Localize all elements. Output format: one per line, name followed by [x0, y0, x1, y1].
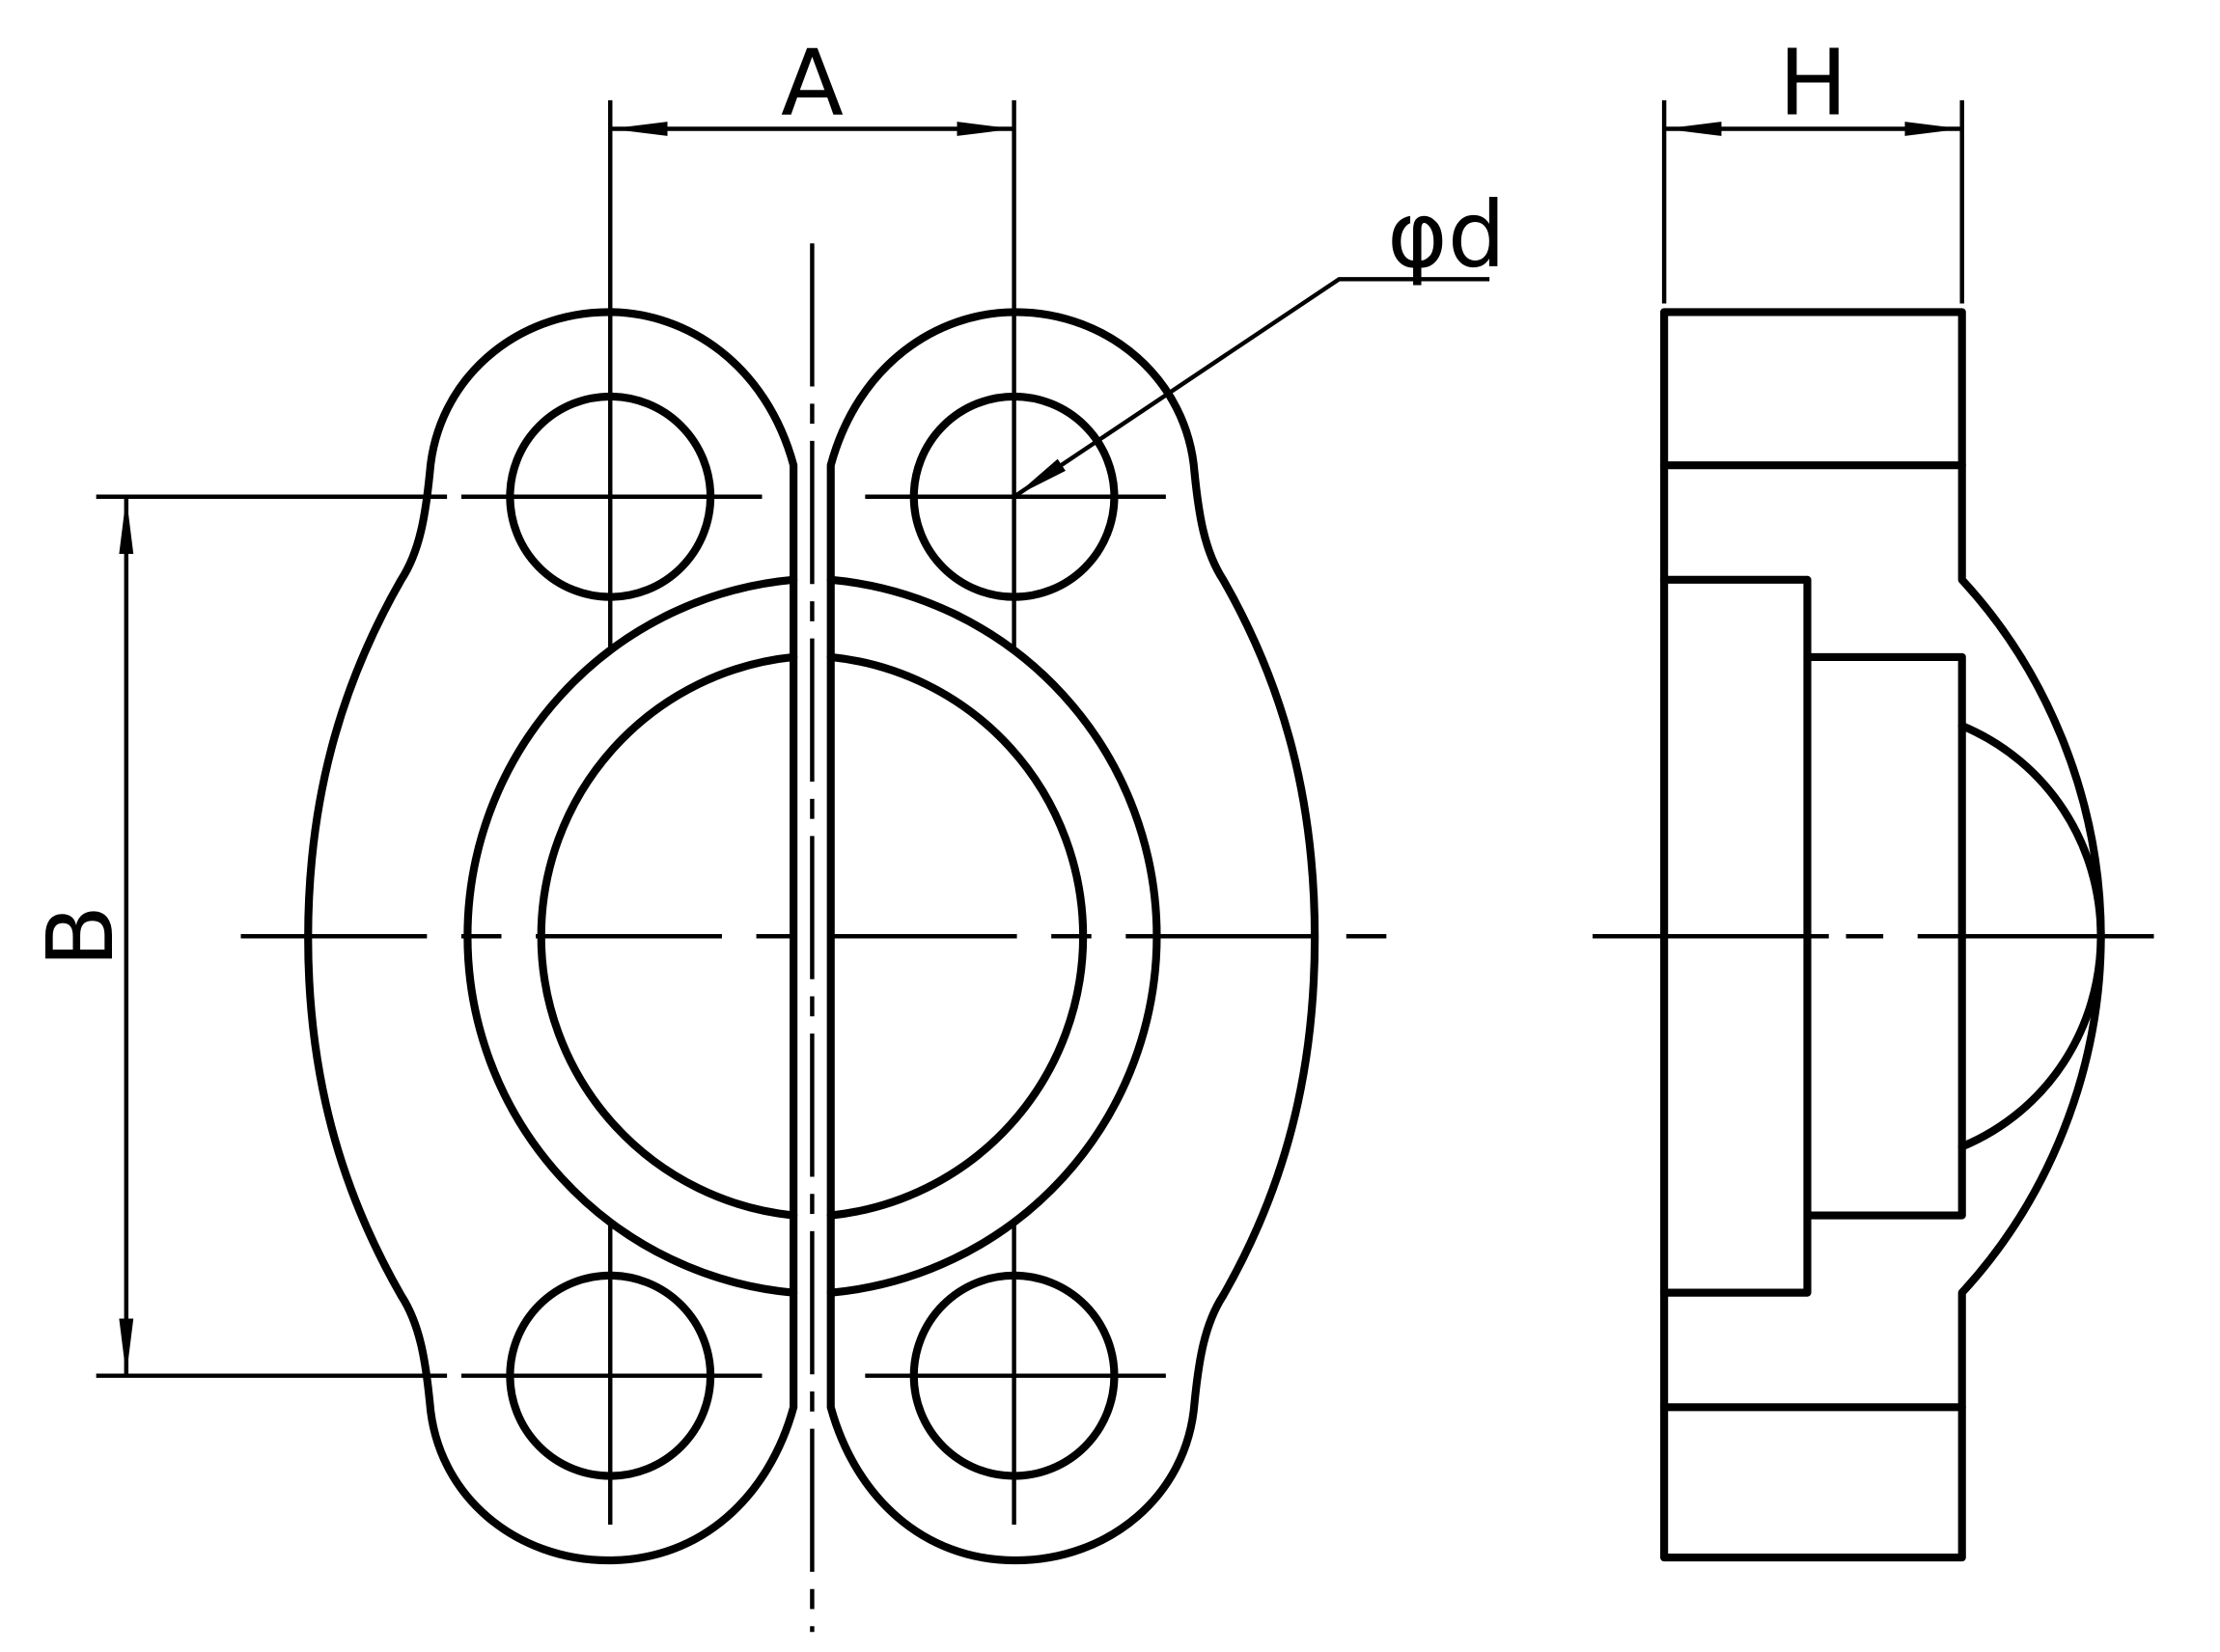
dimension-b-label: B — [28, 905, 134, 968]
dimension-d-label: φd — [1387, 182, 1506, 289]
front-center-lines — [240, 243, 1387, 1633]
front-view: A B φd — [28, 31, 1506, 1633]
dimension-a: A — [608, 31, 1016, 344]
dimension-d: φd — [1013, 182, 1506, 499]
dimension-h: H — [1661, 31, 1964, 304]
side-view: H — [1592, 31, 2172, 1562]
dimension-a-label: A — [781, 31, 844, 137]
dimension-b: B — [28, 494, 448, 1378]
dimension-h-label: H — [1779, 31, 1847, 137]
right-half-outline — [826, 308, 1319, 1565]
